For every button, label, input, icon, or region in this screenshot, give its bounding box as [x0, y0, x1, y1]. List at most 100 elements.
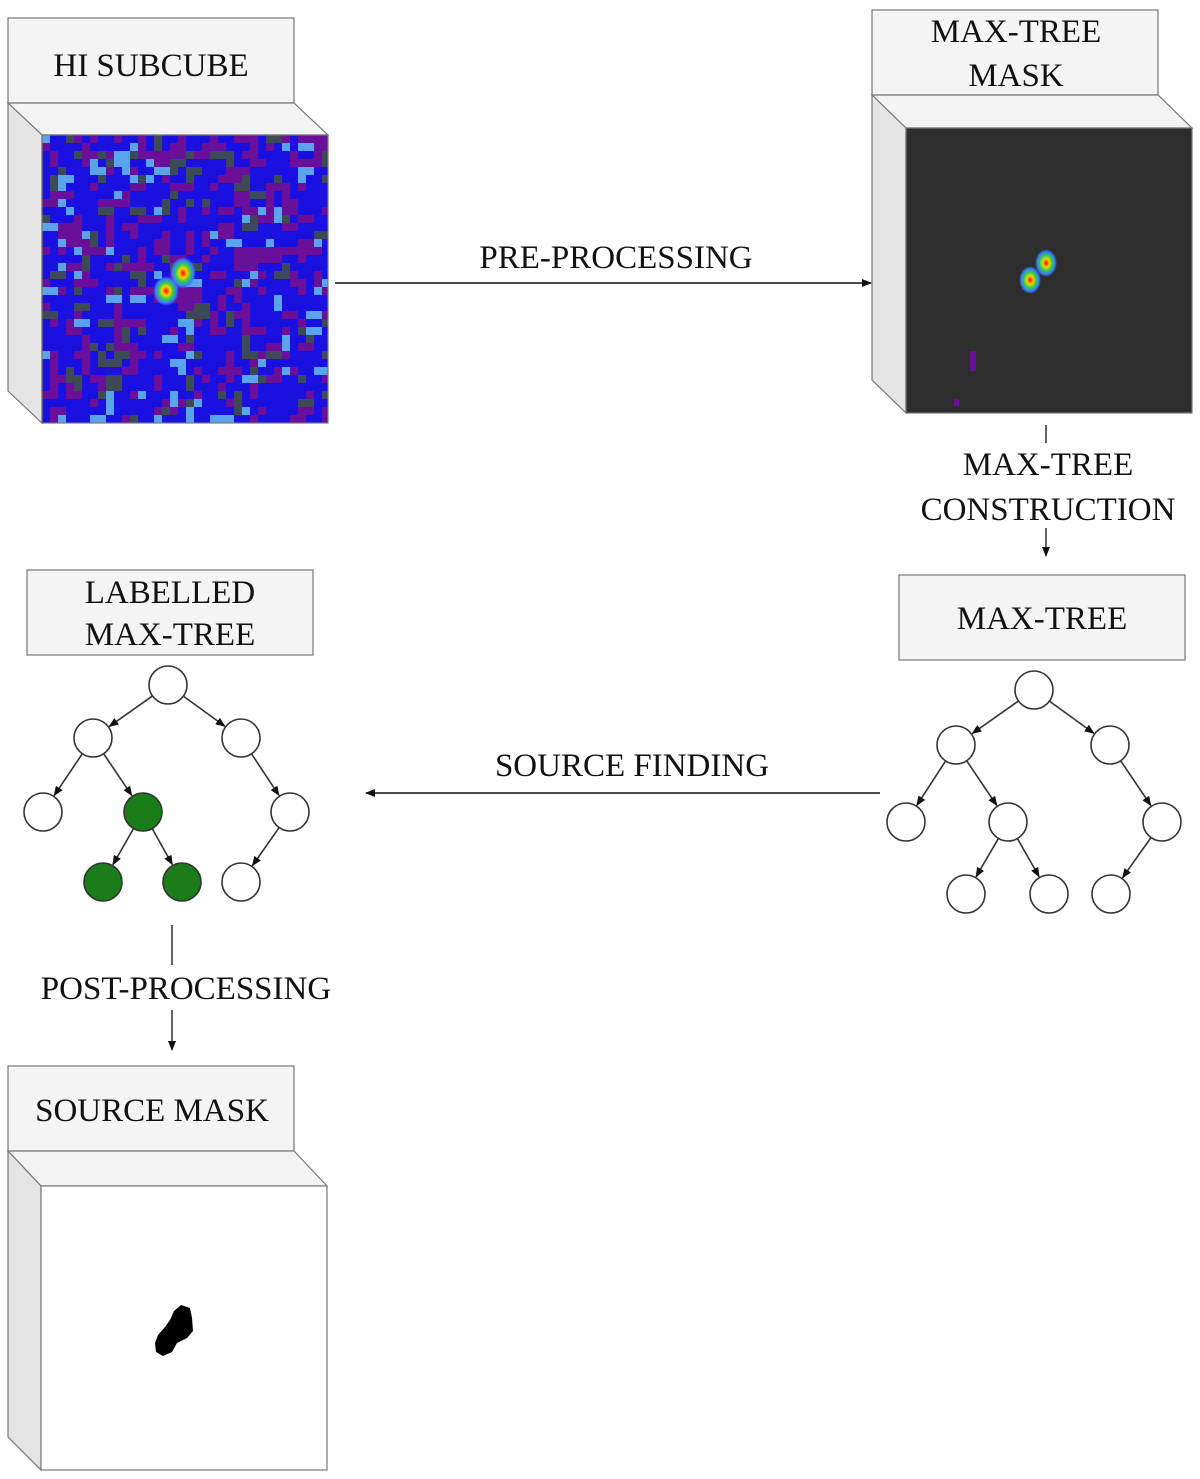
noise-cell	[138, 223, 154, 231]
noise-cell	[322, 175, 328, 183]
noise-cell	[314, 311, 322, 319]
noise-cell	[322, 167, 328, 175]
noise-cell	[170, 375, 178, 383]
noise-cell	[58, 263, 66, 271]
tree-node-selected	[83, 862, 123, 902]
noise-cell	[202, 407, 210, 415]
maxtree-graph	[886, 670, 1182, 914]
noise-cell	[106, 375, 122, 391]
noise-cell	[162, 391, 170, 399]
noise-cell	[58, 415, 66, 423]
noise-cell	[74, 359, 82, 367]
noise-cell	[98, 183, 106, 191]
noise-cell	[154, 135, 162, 151]
noise-cell	[154, 223, 162, 231]
noise-cell	[298, 311, 306, 319]
noise-cell	[82, 407, 90, 415]
noise-cell	[130, 207, 146, 215]
noise-cell	[154, 359, 170, 375]
noise-cell	[234, 183, 242, 191]
noise-cell	[42, 327, 58, 335]
noise-cell	[194, 231, 202, 247]
noise-cell	[306, 383, 322, 391]
noise-cell	[42, 311, 58, 319]
noise-cell	[314, 399, 328, 407]
noise-cell	[210, 199, 226, 207]
noise-cell	[210, 415, 226, 423]
noise-cell	[186, 367, 194, 375]
noise-cell	[130, 295, 146, 303]
step-post-processing: POST-PROCESSING	[41, 971, 331, 1007]
noise-cell	[138, 327, 146, 335]
noise-cell	[162, 183, 170, 191]
noise-cell	[322, 239, 328, 255]
noise-cell	[42, 359, 50, 375]
noise-cell	[106, 327, 114, 335]
noise-cell	[98, 239, 106, 247]
noise-cell	[122, 359, 130, 367]
noise-cell	[90, 415, 106, 423]
noise-cell	[114, 263, 122, 271]
noise-cell	[266, 287, 274, 303]
noise-cell	[202, 159, 210, 167]
noise-cell	[58, 239, 66, 247]
noise-cell	[274, 327, 282, 343]
source-mask-label: SOURCE MASK	[35, 1093, 269, 1129]
maxtree-mask-label-box	[871, 9, 1159, 96]
noise-cell	[314, 215, 328, 223]
maxtree-mask-side-face	[871, 93, 907, 415]
noise-cell	[58, 151, 66, 159]
noise-cell	[154, 255, 162, 263]
noise-cell	[234, 207, 242, 215]
noise-cell	[306, 279, 314, 287]
labelled-maxtree-label-line2: MAX-TREE	[85, 617, 255, 653]
noise-cell	[298, 151, 314, 159]
noise-cell	[170, 135, 178, 143]
noise-cell	[162, 303, 178, 311]
noise-cell	[226, 311, 234, 319]
noise-cell	[162, 135, 170, 151]
noise-cell	[194, 175, 210, 191]
noise-cell	[50, 135, 58, 151]
noise-cell	[186, 311, 194, 319]
noise-cell	[130, 239, 138, 247]
noise-cell	[250, 335, 266, 351]
noise-cell	[82, 399, 90, 407]
noise-cell	[242, 175, 250, 191]
noise-cell	[154, 271, 162, 279]
noise-cell	[66, 271, 74, 287]
tree-node	[946, 874, 986, 914]
noise-cell	[298, 263, 306, 279]
noise-cell	[106, 343, 114, 351]
tree-node	[1142, 802, 1182, 842]
noise-cell	[114, 391, 122, 399]
noise-cell	[306, 199, 322, 207]
maxtree-mask-cube: MAX-TREE MASK	[870, 9, 1194, 415]
noise-cell	[274, 287, 290, 295]
noise-cell	[98, 191, 106, 199]
noise-cell	[66, 303, 74, 319]
noise-cell	[178, 159, 186, 167]
noise-cell	[202, 319, 210, 327]
noise-cell	[274, 407, 290, 415]
noise-cell	[322, 271, 328, 279]
noise-cell	[210, 159, 226, 175]
tree-node	[886, 802, 926, 842]
tree-node	[73, 718, 113, 758]
noise-cell	[290, 295, 298, 311]
noise-cell	[322, 383, 328, 391]
noise-cell	[90, 327, 98, 343]
noise-cell	[210, 303, 218, 311]
noise-cell	[274, 191, 282, 207]
noise-cell	[170, 175, 186, 183]
noise-cell	[74, 295, 82, 303]
noise-cell	[42, 183, 50, 199]
noise-cell	[290, 167, 298, 175]
noise-cell	[250, 271, 258, 279]
maxtree-mask-top-face	[870, 94, 1194, 129]
noise-cell	[218, 279, 226, 287]
noise-cell	[58, 383, 66, 399]
noise-cell	[242, 231, 258, 247]
noise-cell	[242, 359, 250, 375]
noise-cell	[322, 319, 328, 327]
